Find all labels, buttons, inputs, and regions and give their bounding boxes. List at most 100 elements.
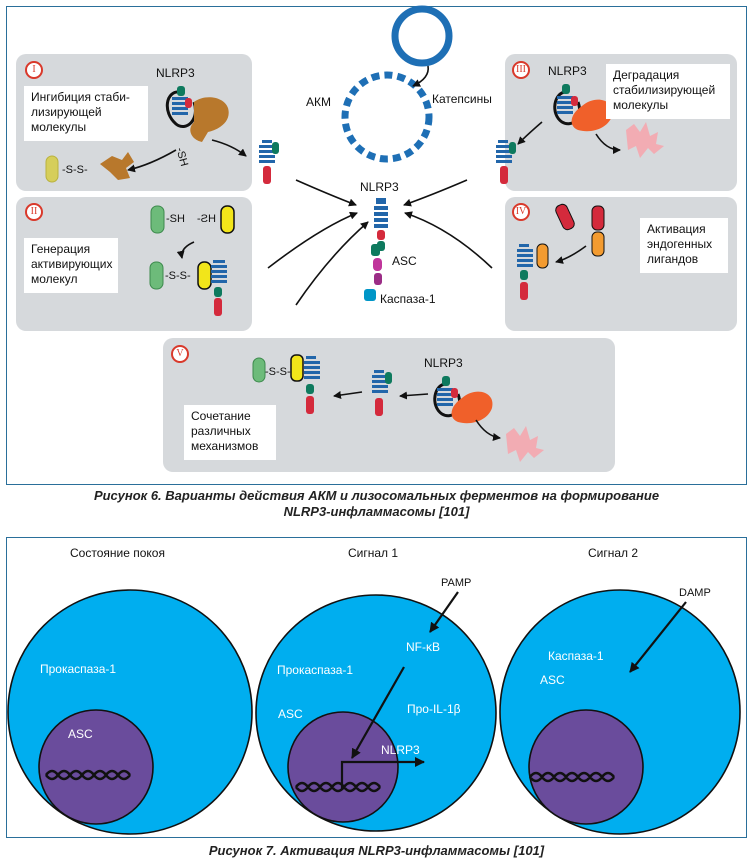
figure-6-frame [6, 6, 747, 485]
figure-6-caption-line1: Рисунок 6. Варианты действия АКМ и лизос… [93, 488, 660, 503]
panel5-green [252, 357, 266, 383]
panel4-pill-bound [536, 243, 549, 269]
panel2-textbox: Генерация активирующих молекул [24, 238, 118, 293]
panel2-text-line2: активирующих [31, 257, 113, 271]
center-caspase-label: Каспаза-1 [380, 292, 436, 306]
arrow-pamp [429, 591, 459, 633]
figure-7-caption: Рисунок 7. Активация NLRP3-инфламмасомы … [208, 843, 545, 858]
panel3-free-nlrp3 [496, 140, 516, 184]
panel3-text-line3: молекулы [613, 98, 669, 112]
panel1-nlrp3-label: NLRP3 [156, 66, 195, 80]
panel1-text-line1: Ингибиция стаби- [31, 90, 130, 104]
roman-5: V [171, 345, 189, 363]
panel5-textbox: Сочетание различных механизмов [184, 405, 276, 460]
panel3-textbox: Деградация стабилизирующей молекулы [606, 64, 730, 119]
panel4-pill-tilted [555, 203, 575, 231]
panel3-nlrp3 [553, 84, 613, 132]
panel2-green-bottom [149, 261, 164, 290]
panel5-nlrp3-label: NLRP3 [424, 356, 463, 370]
dna-2 [294, 781, 382, 793]
cell2-proil: Про-IL-1β [407, 702, 461, 716]
cell3-asc: ASC [540, 673, 565, 687]
panel5-ss-label: -S-S- [265, 366, 291, 378]
panel2-text-line3: молекул [31, 272, 78, 286]
panel5-nlrp3-mid [372, 370, 392, 416]
cell2-nfkb: NF-κB [406, 640, 440, 654]
cell3-caspase: Каспаза-1 [548, 649, 604, 663]
arrow-p3-inner [595, 133, 621, 154]
panel3-text-line1: Деградация [613, 68, 680, 82]
state-signal1-label: Сигнал 1 [348, 546, 399, 560]
arrow-p4-center [404, 211, 493, 269]
state-signal2-label: Сигнал 2 [588, 546, 639, 560]
dna-3 [528, 771, 616, 783]
panel4-text-line3: лигандов [647, 252, 699, 266]
panel5-text-line3: механизмов [191, 439, 259, 453]
arrow-p1-inner [127, 149, 177, 173]
nucleus-1 [38, 709, 154, 825]
arrow-p3-out [517, 121, 543, 145]
arrow-p2-inner [176, 241, 195, 259]
panel5-nlrp3-complex [433, 376, 493, 424]
cell2-asc: ASC [278, 707, 303, 721]
arrow-p2-center [267, 211, 358, 269]
arrow-p1-out [211, 139, 247, 157]
panel5-yellow [290, 354, 304, 382]
panel4-textbox: Активация эндогенных лигандов [640, 218, 728, 273]
arrow-p4-inner [555, 245, 587, 264]
arrow-transcription [340, 757, 425, 790]
figure-6-caption-line2: NLRP3-инфламмасомы [101] [283, 504, 470, 519]
lysosome-ring [341, 71, 433, 163]
panel1-text-line2: лизирующей [31, 105, 102, 119]
center-asc-label: ASC [392, 254, 417, 268]
panel3-nlrp3-label: NLRP3 [548, 64, 587, 78]
pamp-label: PAMP [441, 577, 472, 589]
panel4-nlrp3 [517, 244, 533, 300]
panel4-text-line1: Активация [647, 222, 706, 236]
panel2-yellow-hs [220, 205, 235, 234]
panel3-text-line2: стабилизирующей [613, 83, 716, 97]
panel3-degraded [626, 122, 664, 158]
arrow-p5-1 [333, 391, 363, 399]
arrow-p5-2 [399, 391, 429, 400]
cell1-procaspase: Прокаспаза-1 [40, 662, 117, 676]
center-nlrp3-label: NLRP3 [360, 180, 399, 194]
arrow-p5-center [295, 221, 369, 306]
panel5-degraded [506, 426, 544, 462]
cathepsins-label: Катепсины [432, 92, 492, 106]
panel5-nlrp3-left [304, 356, 320, 414]
cell1-asc: ASC [68, 727, 93, 741]
cell2-nlrp3: NLRP3 [381, 743, 420, 757]
panel1-textbox: Ингибиция стаби- лизирующей молекулы [24, 86, 148, 141]
roman-2: II [25, 203, 43, 221]
panel1-text-line3: молекулы [31, 120, 87, 134]
damp-label: DAMP [679, 587, 711, 599]
center-nlrp3-molecule [364, 198, 388, 301]
panel2-ss-label: -S-S- [165, 270, 191, 282]
dna-1 [44, 769, 132, 781]
panel1-ss-label: -S-S- [62, 164, 88, 176]
panel5-text-line1: Сочетание [191, 409, 251, 423]
panel2-green-sh [150, 205, 165, 234]
panel2-text-line1: Генерация [31, 242, 91, 256]
figure-7-frame [6, 537, 747, 838]
roman-3: III [512, 61, 530, 79]
panel4-pill-orange [591, 231, 605, 257]
figure-6-graphics [45, 5, 664, 462]
arrow-p3-center [403, 179, 468, 207]
panel1-free-nlrp3 [259, 140, 279, 184]
panel2-sh-left: -SH [166, 213, 185, 225]
panel4-text-line2: эндогенных [647, 237, 713, 251]
panel4-pill-red [591, 205, 605, 231]
panel2-nlrp3 [211, 260, 227, 316]
akm-label: АКМ [306, 95, 331, 109]
arrow-nfkb [351, 666, 405, 759]
arrow-damp [629, 601, 687, 673]
roman-4: IV [512, 203, 530, 221]
roman-1: I [25, 61, 43, 79]
panel1-nlrp3 [165, 86, 229, 142]
cell2-procaspase: Прокаспаза-1 [277, 663, 354, 677]
panel1-small-molecule [45, 152, 134, 183]
nucleus-3 [528, 709, 644, 825]
